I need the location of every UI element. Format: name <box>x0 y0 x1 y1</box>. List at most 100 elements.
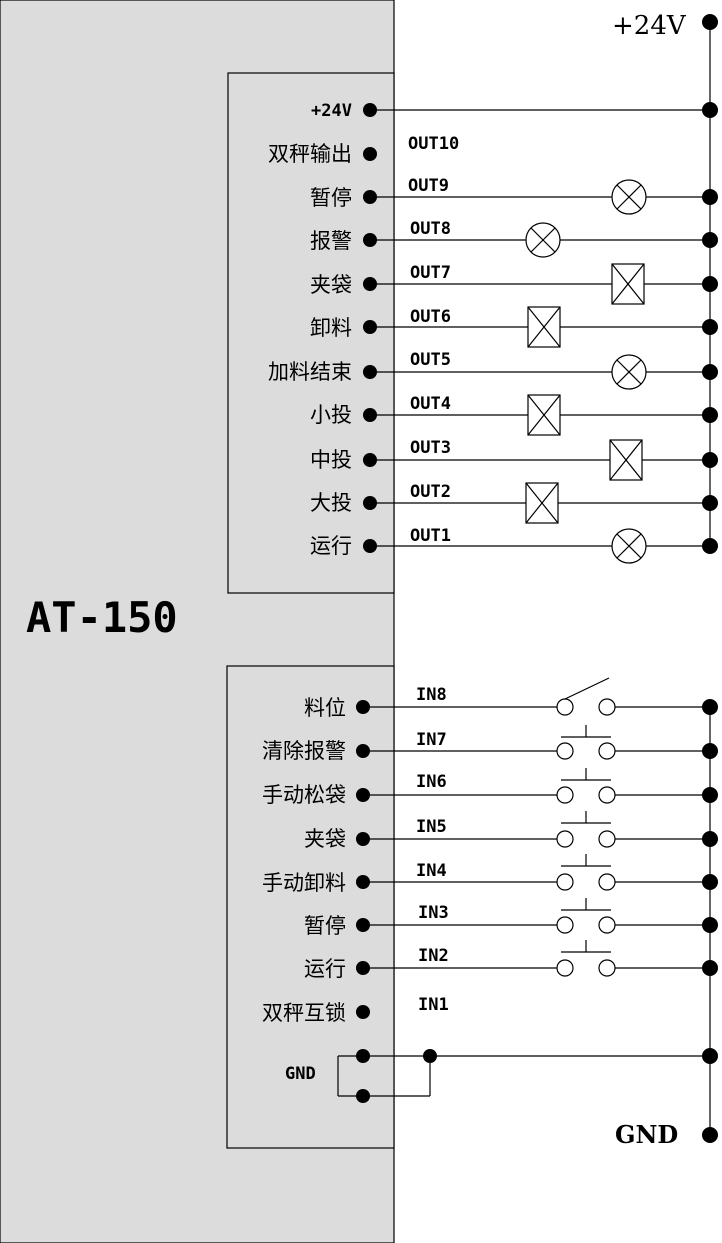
gnd-junction-dot <box>423 1049 437 1063</box>
output-terminal-dot <box>363 365 377 379</box>
input-port-label: IN2 <box>418 946 449 966</box>
output-terminal-dot <box>363 496 377 510</box>
input-name: 暂停 <box>304 914 346 938</box>
rail-junction-dot <box>702 189 718 205</box>
output-terminal-dot <box>363 539 377 553</box>
output-row: 夹袋 OUT7 <box>310 263 718 305</box>
input-gnd-label: GND <box>285 1064 316 1084</box>
gnd-terminal-dot <box>356 1089 370 1103</box>
input-row: 料位 IN8 <box>304 677 718 720</box>
input-terminal-dot <box>356 961 370 975</box>
output-row: 双秤输出 OUT10 <box>268 134 459 166</box>
rail-junction-dot <box>702 787 718 803</box>
input-terminal-dot <box>356 832 370 846</box>
input-row: 双秤互锁 IN1 <box>262 995 449 1025</box>
indicator-lamp-icon <box>611 354 647 390</box>
input-name: 运行 <box>304 957 346 981</box>
input-port-label: IN7 <box>416 730 447 750</box>
rail-junction-dot <box>702 874 718 890</box>
rail-junction-dot <box>702 495 718 511</box>
input-rows: 料位 IN8 清除报警 IN7 <box>262 677 718 1025</box>
rail-junction-dot <box>702 917 718 933</box>
relay-coil-icon <box>527 306 561 348</box>
rail-junction-dot <box>702 1048 718 1064</box>
input-name: 双秤互锁 <box>262 1001 346 1025</box>
input-port-label: IN4 <box>416 861 447 881</box>
output-name: 卸料 <box>310 316 352 340</box>
relay-coil-icon <box>525 482 559 524</box>
output-terminal-dot <box>363 277 377 291</box>
rail-junction-dot <box>702 960 718 976</box>
input-name: 清除报警 <box>262 739 346 763</box>
output-port-label: OUT8 <box>410 219 451 239</box>
input-port-label: IN6 <box>416 772 447 792</box>
output-name: 运行 <box>310 534 352 558</box>
output-port-label: OUT2 <box>410 482 451 502</box>
rail-junction-dot <box>702 276 718 292</box>
pushbutton-switch-icon <box>556 811 616 848</box>
output-supply-rail-dot <box>702 102 718 118</box>
gnd-terminal-dot <box>356 1049 370 1063</box>
input-port-label: IN5 <box>416 817 447 837</box>
output-port-label: OUT9 <box>408 176 449 196</box>
output-terminal-dot <box>363 320 377 334</box>
output-port-label: OUT3 <box>410 438 451 458</box>
indicator-lamp-icon <box>525 222 561 258</box>
plus24v-rail-top-dot <box>702 14 718 30</box>
output-row: 小投 OUT4 <box>310 394 718 436</box>
output-name: 双秤输出 <box>268 142 352 166</box>
output-supply-terminal-dot <box>363 103 377 117</box>
input-name: 手动卸料 <box>262 871 346 895</box>
pushbutton-switch-icon <box>556 854 616 891</box>
indicator-lamp-icon <box>611 179 647 215</box>
input-row: 手动卸料 IN4 <box>262 854 718 895</box>
rail-junction-dot <box>702 407 718 423</box>
input-row: 运行 IN2 <box>304 940 718 981</box>
output-name: 报警 <box>310 229 352 253</box>
rail-junction-dot <box>702 699 718 715</box>
output-terminal-dot <box>363 190 377 204</box>
output-port-label: OUT6 <box>410 307 451 327</box>
output-name: 中投 <box>310 448 352 472</box>
input-name: 料位 <box>304 696 346 720</box>
rail-junction-dot <box>702 452 718 468</box>
plus24v-rail-label: +24V <box>612 11 687 41</box>
input-port-label: IN8 <box>416 685 447 705</box>
output-terminal-dot <box>363 147 377 161</box>
gnd-connection: GND <box>285 1048 718 1103</box>
output-rows: 双秤输出 OUT10 暂停 OUT9 报警 OUT8 <box>268 134 718 564</box>
relay-coil-icon <box>527 394 561 436</box>
pushbutton-switch-icon <box>556 725 616 760</box>
input-terminal-dot <box>356 918 370 932</box>
output-terminal-dot <box>363 408 377 422</box>
input-terminal-dot <box>356 788 370 802</box>
output-terminal-dot <box>363 233 377 247</box>
relay-coil-icon <box>611 263 645 305</box>
rail-junction-dot <box>702 831 718 847</box>
rail-junction-dot <box>702 538 718 554</box>
relay-coil-icon <box>609 439 643 481</box>
rail-junction-dot <box>702 232 718 248</box>
device-model-label: AT-150 <box>26 593 178 642</box>
toggle-switch-icon <box>556 677 616 716</box>
input-terminal-dot <box>356 744 370 758</box>
gnd-rail-label: GND <box>615 1120 678 1149</box>
output-name: 暂停 <box>310 186 352 210</box>
output-port-label: OUT4 <box>410 394 451 414</box>
input-name: 夹袋 <box>304 827 346 851</box>
input-port-label: IN3 <box>418 903 449 923</box>
pushbutton-switch-icon <box>556 898 616 934</box>
output-name: 小投 <box>310 403 352 427</box>
input-port-label: IN1 <box>418 995 449 1015</box>
indicator-lamp-icon <box>611 528 647 564</box>
output-supply-label: +24V <box>311 101 352 121</box>
rail-junction-dot <box>702 319 718 335</box>
rail-junction-dot <box>702 364 718 380</box>
input-row: 清除报警 IN7 <box>262 725 718 763</box>
output-name: 加料结束 <box>268 360 352 384</box>
output-row: 加料结束 OUT5 <box>268 350 718 390</box>
output-row: 大投 OUT2 <box>310 482 718 524</box>
pushbutton-switch-icon <box>556 940 616 977</box>
output-port-label: OUT5 <box>410 350 451 370</box>
